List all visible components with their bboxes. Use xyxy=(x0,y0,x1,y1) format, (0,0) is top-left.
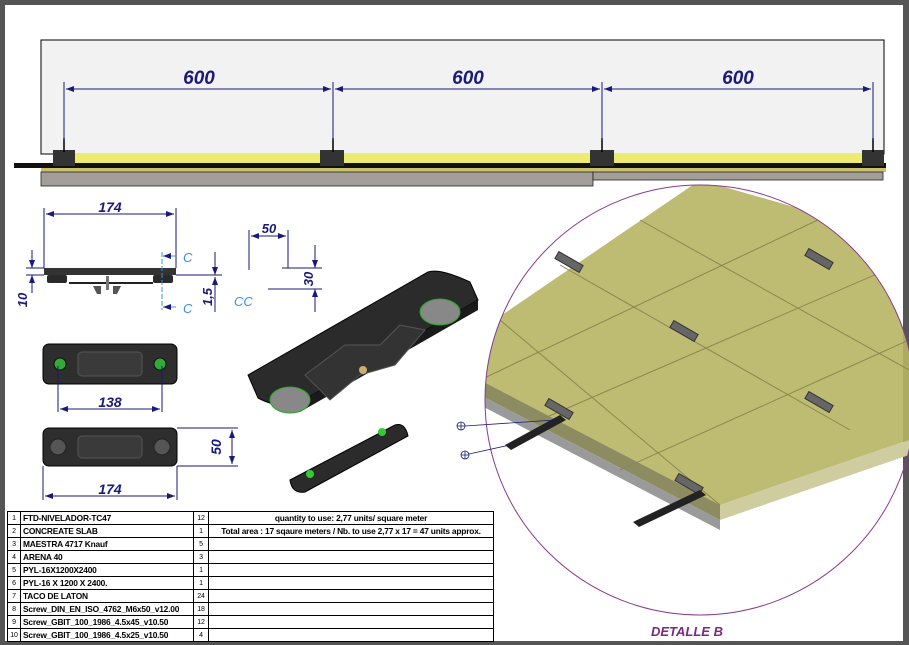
bom-item-name: PYL-16X1200X2400 xyxy=(20,563,194,577)
dimension-50-bottom: 50 xyxy=(208,439,224,455)
dimension-138: 138 xyxy=(98,394,122,410)
bom-item-number: 5 xyxy=(7,563,21,577)
bom-item-name: PYL-16 X 1200 X 2400. xyxy=(20,576,194,590)
dimension-174-bottom: 174 xyxy=(98,481,122,497)
bom-item-note xyxy=(208,576,494,590)
bom-item-quantity: 1 xyxy=(193,576,209,590)
bom-item-quantity: 4 xyxy=(193,628,209,642)
bom-item-number: 8 xyxy=(7,602,21,616)
bom-item-name: Screw_DIN_EN_ISO_4762_M6x50_v12.00 xyxy=(20,602,194,616)
bom-item-note xyxy=(208,563,494,577)
section-label-c-top: C xyxy=(183,250,193,265)
dimension-50-detail: 50 xyxy=(262,221,277,236)
bom-item-quantity: 12 xyxy=(193,511,209,525)
bom-item-quantity: 18 xyxy=(193,602,209,616)
bom-item-note xyxy=(208,589,494,603)
leveler-top-view: 138 174 50 xyxy=(42,343,238,500)
bom-item-note xyxy=(208,628,494,642)
bom-item-quantity: 24 xyxy=(193,589,209,603)
bom-item-number: 1 xyxy=(7,511,21,525)
dimension-width-174: 174 xyxy=(98,199,122,215)
leveler-isometric xyxy=(247,270,479,493)
detail-b-label: DETALLE B xyxy=(651,624,723,639)
elevation-view: 600 600 600 xyxy=(14,39,886,187)
bom-item-note xyxy=(208,602,494,616)
bom-item-note xyxy=(208,537,494,551)
bom-item-number: 3 xyxy=(7,537,21,551)
bom-item-note: quantity to use: 2,77 units/ square mete… xyxy=(208,511,494,525)
bom-item-name: MAESTRA 4717 Knauf xyxy=(20,537,194,551)
bom-item-note xyxy=(208,615,494,629)
bom-item-name: Screw_GBIT_100_1986_4.5x45_v10.50 xyxy=(20,615,194,629)
detail-b-view xyxy=(456,184,909,616)
bom-item-number: 7 xyxy=(7,589,21,603)
bom-item-quantity: 1 xyxy=(193,563,209,577)
section-label-c-bottom: C xyxy=(183,301,193,316)
dimension-height-10: 10 xyxy=(15,292,30,307)
bom-item-note xyxy=(208,550,494,564)
bom-item-quantity: 3 xyxy=(193,550,209,564)
bom-item-number: 10 xyxy=(7,628,21,642)
dimension-gap-1-5: 1,5 xyxy=(200,287,215,306)
bom-item-number: 2 xyxy=(7,524,21,538)
bom-item-name: Screw_GBIT_100_1986_4.5x25_v10.50 xyxy=(20,628,194,642)
bom-item-quantity: 1 xyxy=(193,524,209,538)
bom-item-number: 6 xyxy=(7,576,21,590)
bom-item-name: FTD-NIVELADOR-TC47 xyxy=(20,511,194,525)
side-view: 174 10 1,5 C C CC xyxy=(15,199,253,316)
detail-dimensions xyxy=(248,230,322,312)
dimension-600-2: 600 xyxy=(452,68,484,89)
section-label-cut: CC xyxy=(234,294,253,309)
bom-item-name: ARENA 40 xyxy=(20,550,194,564)
dimension-600-1: 600 xyxy=(183,68,215,89)
bom-item-number: 9 xyxy=(7,615,21,629)
dimension-600-3: 600 xyxy=(722,68,754,89)
bom-item-name: CONCREATE SLAB xyxy=(20,524,194,538)
bom-item-note: Total area : 17 sqaure meters / Nb. to u… xyxy=(208,524,494,538)
bom-item-quantity: 12 xyxy=(193,615,209,629)
bom-item-quantity: 5 xyxy=(193,537,209,551)
dimension-30-detail: 30 xyxy=(301,271,316,286)
bom-item-name: TACO DE LATON xyxy=(20,589,194,603)
bom-item-number: 4 xyxy=(7,550,21,564)
